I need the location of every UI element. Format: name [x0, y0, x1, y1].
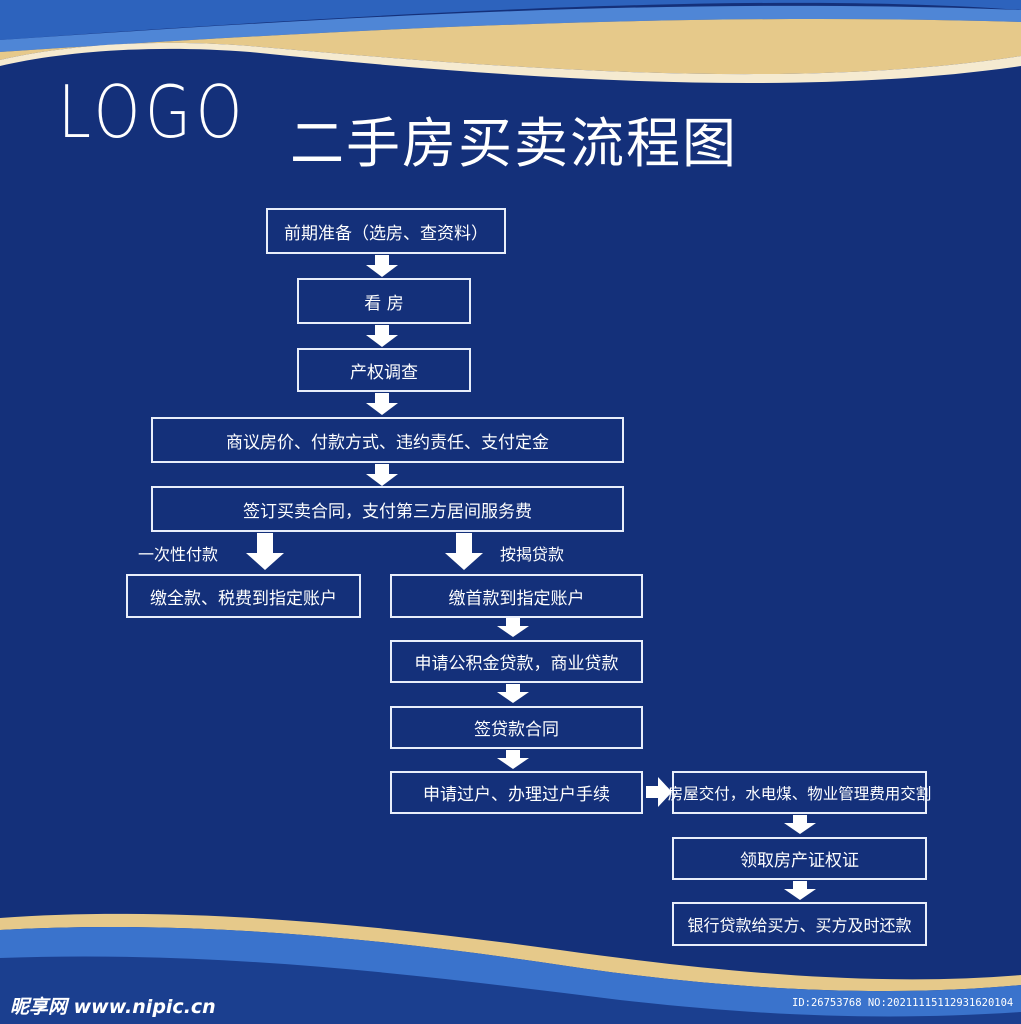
step-bank-loan: 银行贷款给买方、买方及时还款: [672, 902, 927, 946]
step-transfer: 申请过户、办理过户手续: [390, 771, 643, 814]
watermark-site: 昵享网 www.nipic.cn: [10, 996, 216, 1018]
step-loan-application: 申请公积金贷款，商业贷款: [390, 640, 643, 683]
step-title-check: 产权调查: [297, 348, 471, 392]
step-certificate: 领取房产证权证: [672, 837, 927, 880]
step-handover: 房屋交付，水电煤、物业管理费用交割: [668, 771, 931, 814]
watermark-id: ID:26753768 NO:20211115112931620104: [792, 997, 1014, 1009]
page-title: 二手房买卖流程图: [290, 112, 738, 175]
step-prep: 前期准备（选房、查资料）: [266, 208, 506, 254]
step-contract: 签订买卖合同，支付第三方居间服务费: [151, 486, 624, 532]
step-negotiate: 商议房价、付款方式、违约责任、支付定金: [151, 417, 624, 463]
branch-label-lump-sum: 一次性付款: [138, 545, 219, 564]
step-loan-contract: 签贷款合同: [390, 706, 643, 749]
branch-label-mortgage: 按揭贷款: [500, 545, 565, 564]
logo: LOGO: [58, 70, 248, 154]
step-view: 看 房: [297, 278, 471, 324]
step-down-payment: 缴首款到指定账户: [390, 574, 643, 618]
step-lump-sum-payment: 缴全款、税费到指定账户: [126, 574, 361, 618]
